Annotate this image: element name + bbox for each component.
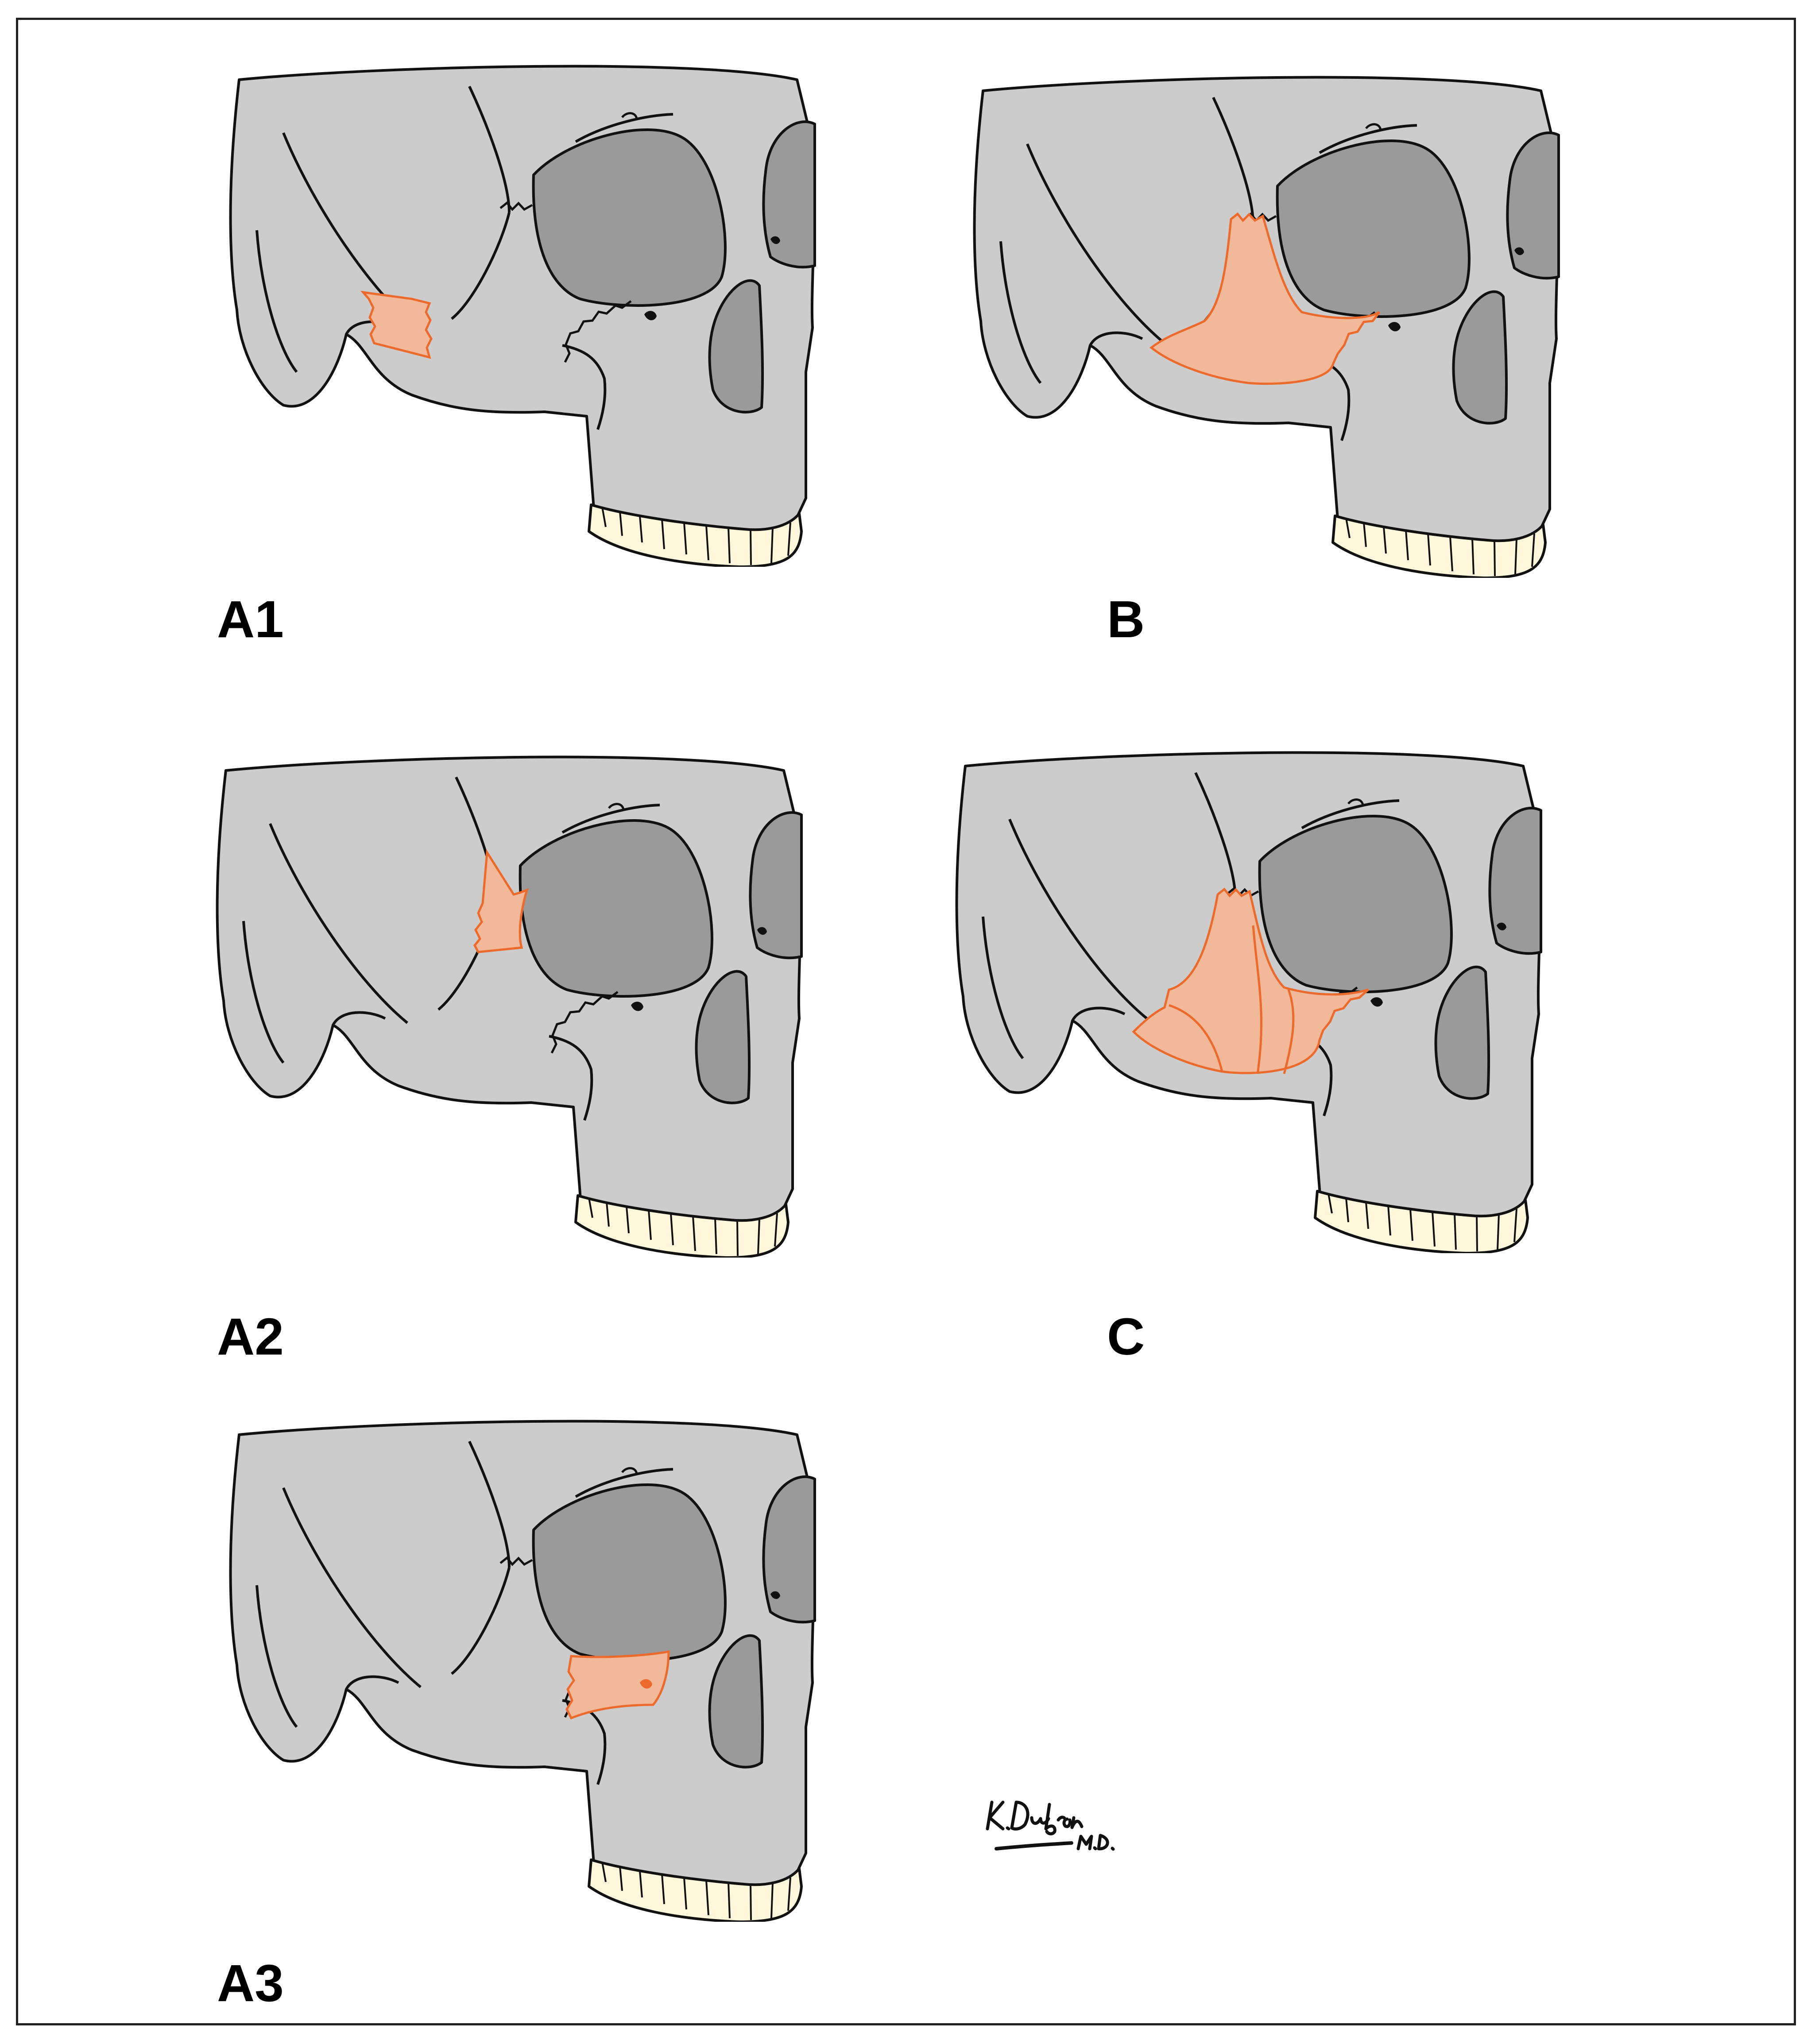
skull-diagram-a2 (208, 753, 828, 1258)
skull-diagram-c (948, 748, 1567, 1253)
skull-diagram-a3 (221, 1417, 841, 1922)
panel-label-c: C (1107, 1308, 1145, 1366)
skull-diagram-b (965, 73, 1585, 578)
panel-label-a2: A2 (217, 1308, 284, 1366)
figure-frame (16, 18, 1796, 2025)
fracture-region-a3 (565, 1650, 670, 1720)
fracture-region-b (1149, 212, 1380, 385)
artist-signature (986, 1800, 1115, 1851)
panel-label-a3: A3 (217, 1954, 284, 2013)
fracture-region-a2 (473, 849, 529, 953)
skull-diagram-a1 (221, 62, 841, 567)
panel-label-a1: A1 (217, 590, 284, 649)
panel-label-b: B (1107, 590, 1145, 649)
fracture-region-c (1132, 887, 1369, 1074)
fracture-region-a1 (360, 290, 433, 359)
